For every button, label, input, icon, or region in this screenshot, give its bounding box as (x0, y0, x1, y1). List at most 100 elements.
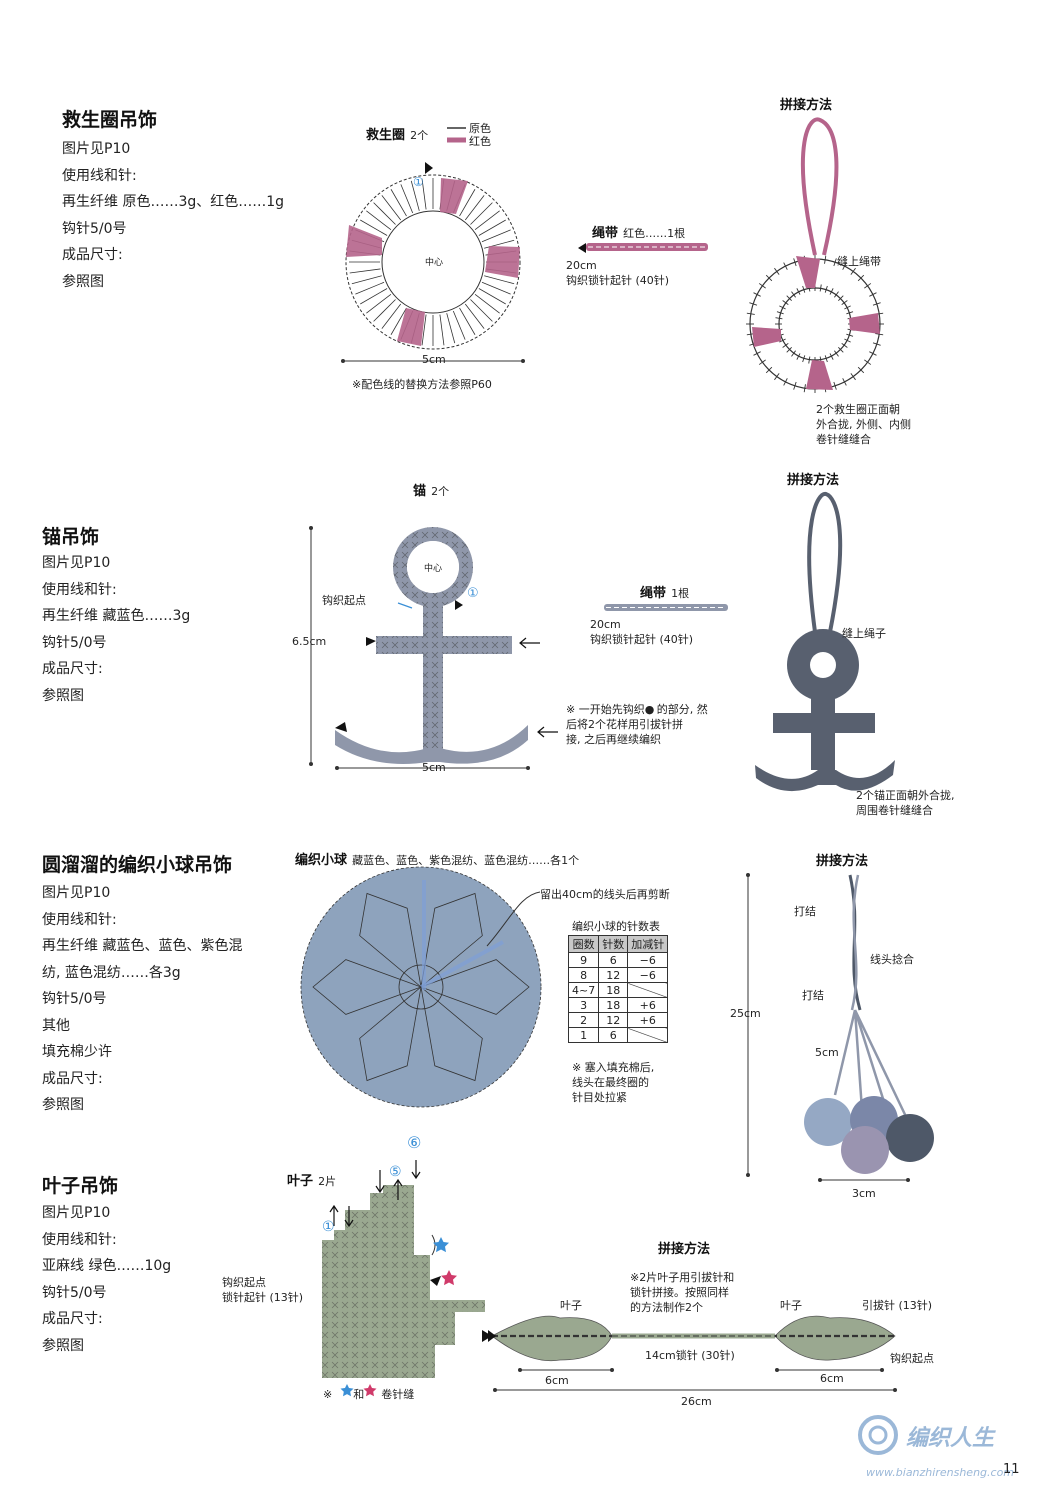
anchor-assembly-title: 拼接方法 (787, 473, 840, 488)
leaf-row-6: ⑥ (407, 1133, 422, 1152)
ball-assembly (746, 873, 934, 1182)
anchor-strap (604, 604, 728, 611)
lifebuoy-strap-len: 20cm (566, 259, 597, 272)
chart-title: 编织小球 (295, 853, 348, 868)
table-cell: 12 (598, 1012, 629, 1028)
anchor-strap-len: 20cm (590, 618, 621, 631)
table-cell: 12 (598, 967, 629, 983)
lifebuoy-info: 图片见P10 使用线和针: 再生纤维 原色……3g、红色……1g 钩针5/0号 … (62, 136, 284, 295)
watermark-brand: 编织人生 (906, 1426, 995, 1451)
table-row: 4~7 18 (567, 982, 669, 998)
info-line: 亚麻线 绿色……10g (42, 1258, 172, 1274)
info-line: 钩针5/0号 (42, 991, 107, 1007)
table-cell: −6 (627, 952, 669, 968)
lifebuoy-center: 中心 (425, 258, 444, 268)
lifebuoy-red-segments (346, 178, 520, 346)
anchor-start-num: ① (467, 586, 479, 601)
table-row: 9 6 −6 (567, 952, 669, 968)
table-cell: +6 (627, 1012, 669, 1028)
table-cell: 6 (598, 1027, 629, 1043)
leaf-assembly-note: ※2片叶子用引拔针和 锁针拼接。按照同样 的方法制作2个 (630, 1270, 734, 1315)
ball-branch-length: 5cm (815, 1046, 839, 1059)
note-line: 周围卷针缝缝合 (856, 804, 933, 817)
info-line: 图片见P10 (42, 1205, 111, 1221)
table-row: 1 6 (567, 1027, 669, 1043)
ball-chart (300, 866, 542, 1108)
ball-stuff-note: ※ 塞入填充棉后, 线头在最终圈的 针目处拉紧 (572, 1060, 654, 1105)
info-line: 使用线和针: (42, 911, 117, 928)
table-cell-slash (627, 982, 669, 998)
anchor-height: 6.5cm (292, 635, 327, 648)
table-row: 8 12 −6 (567, 967, 669, 983)
lifebuoy-assembly-note: 2个救生圈正面朝 外合拢, 外侧、内侧 卷针缝缝合 (816, 402, 911, 447)
info-line: 参照图 (62, 273, 104, 290)
watermark-url: www.bianzhirensheng.com (866, 1466, 1015, 1479)
lifebuoy-sew-strap: 缝上绳带 (837, 255, 881, 268)
anchor-chart-heading: 锚 2个 (413, 480, 449, 499)
info-line: 其他 (42, 1017, 70, 1034)
table-cell: −6 (627, 967, 669, 983)
strap-title: 绳带 (592, 226, 619, 241)
strap-count: 1根 (671, 587, 690, 600)
note-part: 和 (353, 1388, 365, 1401)
leaf-width-left: 6cm (545, 1374, 569, 1387)
info-line: 使用线和针: (42, 1231, 117, 1248)
table-cell: 6 (598, 952, 629, 968)
anchor-title: 锚吊饰 (42, 526, 100, 548)
info-line: 纺, 蓝色混纺……各3g (42, 964, 181, 981)
info-line: 再生纤维 藏蓝色……3g (42, 608, 191, 624)
info-line: 参照图 (42, 1337, 84, 1354)
table-cell: 1 (567, 1027, 600, 1043)
pin-icon: ● (644, 703, 655, 716)
leaf-label-right: 叶子 (780, 1299, 802, 1312)
info-line: 参照图 (42, 1097, 84, 1113)
leaf-chart (322, 1160, 492, 1397)
note-line: ※ 塞入填充棉后, (572, 1061, 655, 1074)
chart-detail: 藏蓝色、蓝色、紫色混纺、蓝色混纺……各1个 (352, 854, 580, 867)
count-table: 圈数 针数 加减针 9 6 −6 8 12 −6 4~7 18 3 18 +6 … (567, 935, 669, 1043)
note-part: ※ (323, 1388, 333, 1401)
note-line: 的部分, 然 (656, 703, 708, 716)
chart-title: 叶子 (287, 1174, 314, 1189)
chart-title: 锚 (413, 484, 427, 499)
table-header: 针数 (598, 935, 629, 953)
anchor-info: 图片见P10 使用线和针: 再生纤维 藏蓝色……3g 钩针5/0号 成品尺寸: … (42, 550, 190, 709)
info-line: 成品尺寸: (62, 247, 123, 263)
table-cell: 18 (598, 982, 629, 998)
anchor-width: 5cm (422, 761, 446, 774)
note-line: 2个救生圈正面朝 (816, 403, 900, 416)
table-header: 圈数 (567, 935, 600, 953)
anchor-strap-heading: 绳带 1根 (640, 582, 689, 601)
note-line: 后将2个花样用引拔针拼 (566, 718, 683, 731)
leaf-start-2: 钩织起点 (890, 1352, 934, 1365)
anchor-start: 钩织起点 (322, 594, 366, 607)
info-line: 成品尺寸: (42, 1070, 103, 1087)
chart-count: 2片 (318, 1175, 337, 1188)
info-line: 使用线和针: (42, 581, 117, 598)
info-line: 钩针5/0号 (42, 1284, 107, 1301)
lifebuoy-assembly-title: 拼接方法 (780, 98, 833, 113)
lifebuoy-strap (578, 243, 708, 253)
ball-knot-bottom: 打结 (802, 989, 824, 1002)
lifebuoy-assembly (746, 117, 884, 393)
info-line: 填充棉少许 (42, 1044, 112, 1060)
balls-assembly-title: 拼接方法 (816, 854, 869, 869)
note-line: 针目处拉紧 (572, 1091, 627, 1104)
note-line: 卷针缝缝合 (816, 433, 871, 446)
anchor-strap-chain: 钩织锁针起针 (40针) (590, 633, 694, 646)
chart-count: 2个 (431, 485, 450, 498)
ball-diameter: 3cm (852, 1187, 876, 1200)
ball-knot-top: 打结 (794, 905, 816, 918)
info-line: 成品尺寸: (42, 1311, 103, 1327)
note-line: 锁针拼接。按照同样 (630, 1286, 729, 1299)
count-table-title: 编织小球的针数表 (572, 920, 660, 933)
balls-info: 图片见P10 使用线和针: 再生纤维 藏蓝色、蓝色、紫色混 纺, 蓝色混纺……各… (42, 880, 242, 1119)
table-cell: 4~7 (567, 982, 600, 998)
leaf-label-left: 叶子 (560, 1299, 582, 1312)
lifebuoy-width: 5cm (422, 353, 446, 366)
leaf-row-1: ① (322, 1219, 335, 1235)
note-line: ※2片叶子用引拔针和 (630, 1271, 735, 1284)
info-line: 再生纤维 原色……3g、红色……1g (62, 194, 285, 210)
lifebuoy-strap-chain: 钩织锁针起针 (40针) (566, 274, 670, 287)
anchor-assembly-note: 2个锚正面朝外合拢, 周围卷针缝缝合 (856, 788, 955, 818)
